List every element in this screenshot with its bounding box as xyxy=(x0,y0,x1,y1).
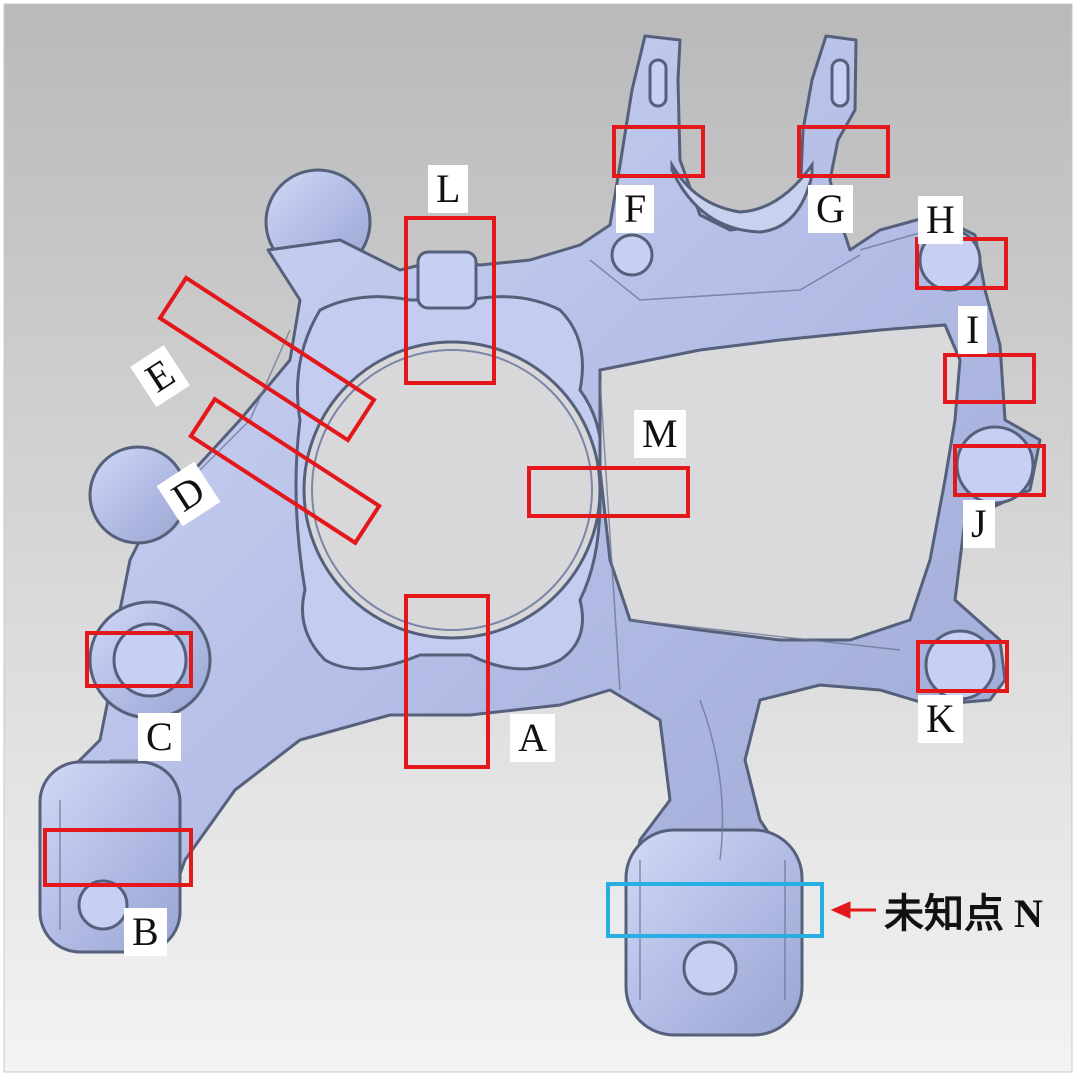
label-l: L xyxy=(428,165,469,213)
known-point-boxes xyxy=(43,125,1046,887)
right-window xyxy=(598,323,962,642)
arrow-n xyxy=(830,901,876,919)
box-f xyxy=(612,125,705,178)
label-m: M xyxy=(634,410,686,458)
box-a xyxy=(404,594,490,769)
box-c xyxy=(85,631,193,688)
box-e xyxy=(157,275,377,443)
box-l xyxy=(404,216,496,385)
slot-g xyxy=(830,58,850,108)
label-c: C xyxy=(138,713,181,761)
box-d xyxy=(188,396,382,546)
boss-l xyxy=(416,250,478,310)
slot-f xyxy=(648,58,668,108)
box-k xyxy=(916,640,1009,693)
unknown-point-label: 未知点 N xyxy=(884,891,1043,936)
box-j xyxy=(953,444,1046,497)
label-k: K xyxy=(918,695,963,743)
hole-j xyxy=(955,425,1035,505)
hole-n xyxy=(682,940,738,996)
central-bore-edge xyxy=(311,349,593,631)
hole-f xyxy=(610,233,654,277)
left-bushing xyxy=(38,760,182,954)
part-openings xyxy=(294,159,962,671)
lower-right-bushing xyxy=(624,828,804,1037)
label-a: A xyxy=(510,714,555,762)
box-b xyxy=(43,828,193,887)
hole-b xyxy=(77,879,129,931)
box-n xyxy=(606,882,824,938)
upper-window xyxy=(670,159,814,234)
label-h: H xyxy=(918,196,963,244)
box-i xyxy=(943,353,1036,404)
label-i: I xyxy=(958,306,988,354)
central-bore xyxy=(302,340,602,640)
box-m xyxy=(527,466,690,518)
hole-c xyxy=(112,622,188,698)
box-g xyxy=(797,125,890,178)
label-g: G xyxy=(808,185,853,233)
label-j: J xyxy=(963,500,995,548)
label-b: B xyxy=(124,908,167,956)
label-f: F xyxy=(616,185,655,233)
